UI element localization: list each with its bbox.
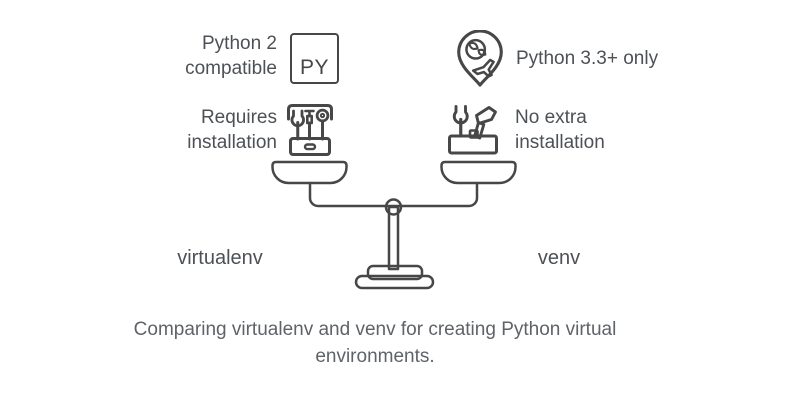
scale-arm: [308, 181, 479, 208]
tools-icon: [448, 105, 498, 155]
left-feature-install-label: Requires installation: [187, 107, 277, 153]
balance-scale: [271, 160, 517, 290]
right-pan-label: venv: [537, 247, 581, 269]
globe-icon: [465, 38, 487, 60]
left-pan-label: virtualenv: [177, 247, 263, 269]
diagram-caption: Comparing virtualenv and venv for creati…: [133, 319, 617, 367]
py-badge-icon: PY: [290, 33, 339, 84]
right-feature-python33-label: Python 3.3+ only: [516, 48, 659, 69]
toolbox-icon: [287, 104, 333, 156]
right-feature-install-label: No extra installation: [515, 107, 605, 153]
left-feature-python2-label: Python 2 compatible: [185, 33, 277, 79]
scale-base-upper: [366, 264, 424, 281]
py-badge-text: PY: [299, 56, 329, 79]
hammer-icon: [475, 106, 497, 125]
travel-pin-icon: [457, 30, 503, 87]
right-pan: [440, 160, 517, 185]
plane-icon: [471, 58, 495, 78]
left-pan: [271, 160, 348, 185]
ratchet-icon: [315, 108, 330, 123]
scale-pole: [387, 205, 400, 271]
scale-pivot: [384, 198, 403, 216]
scale-base-lower: [354, 274, 435, 290]
